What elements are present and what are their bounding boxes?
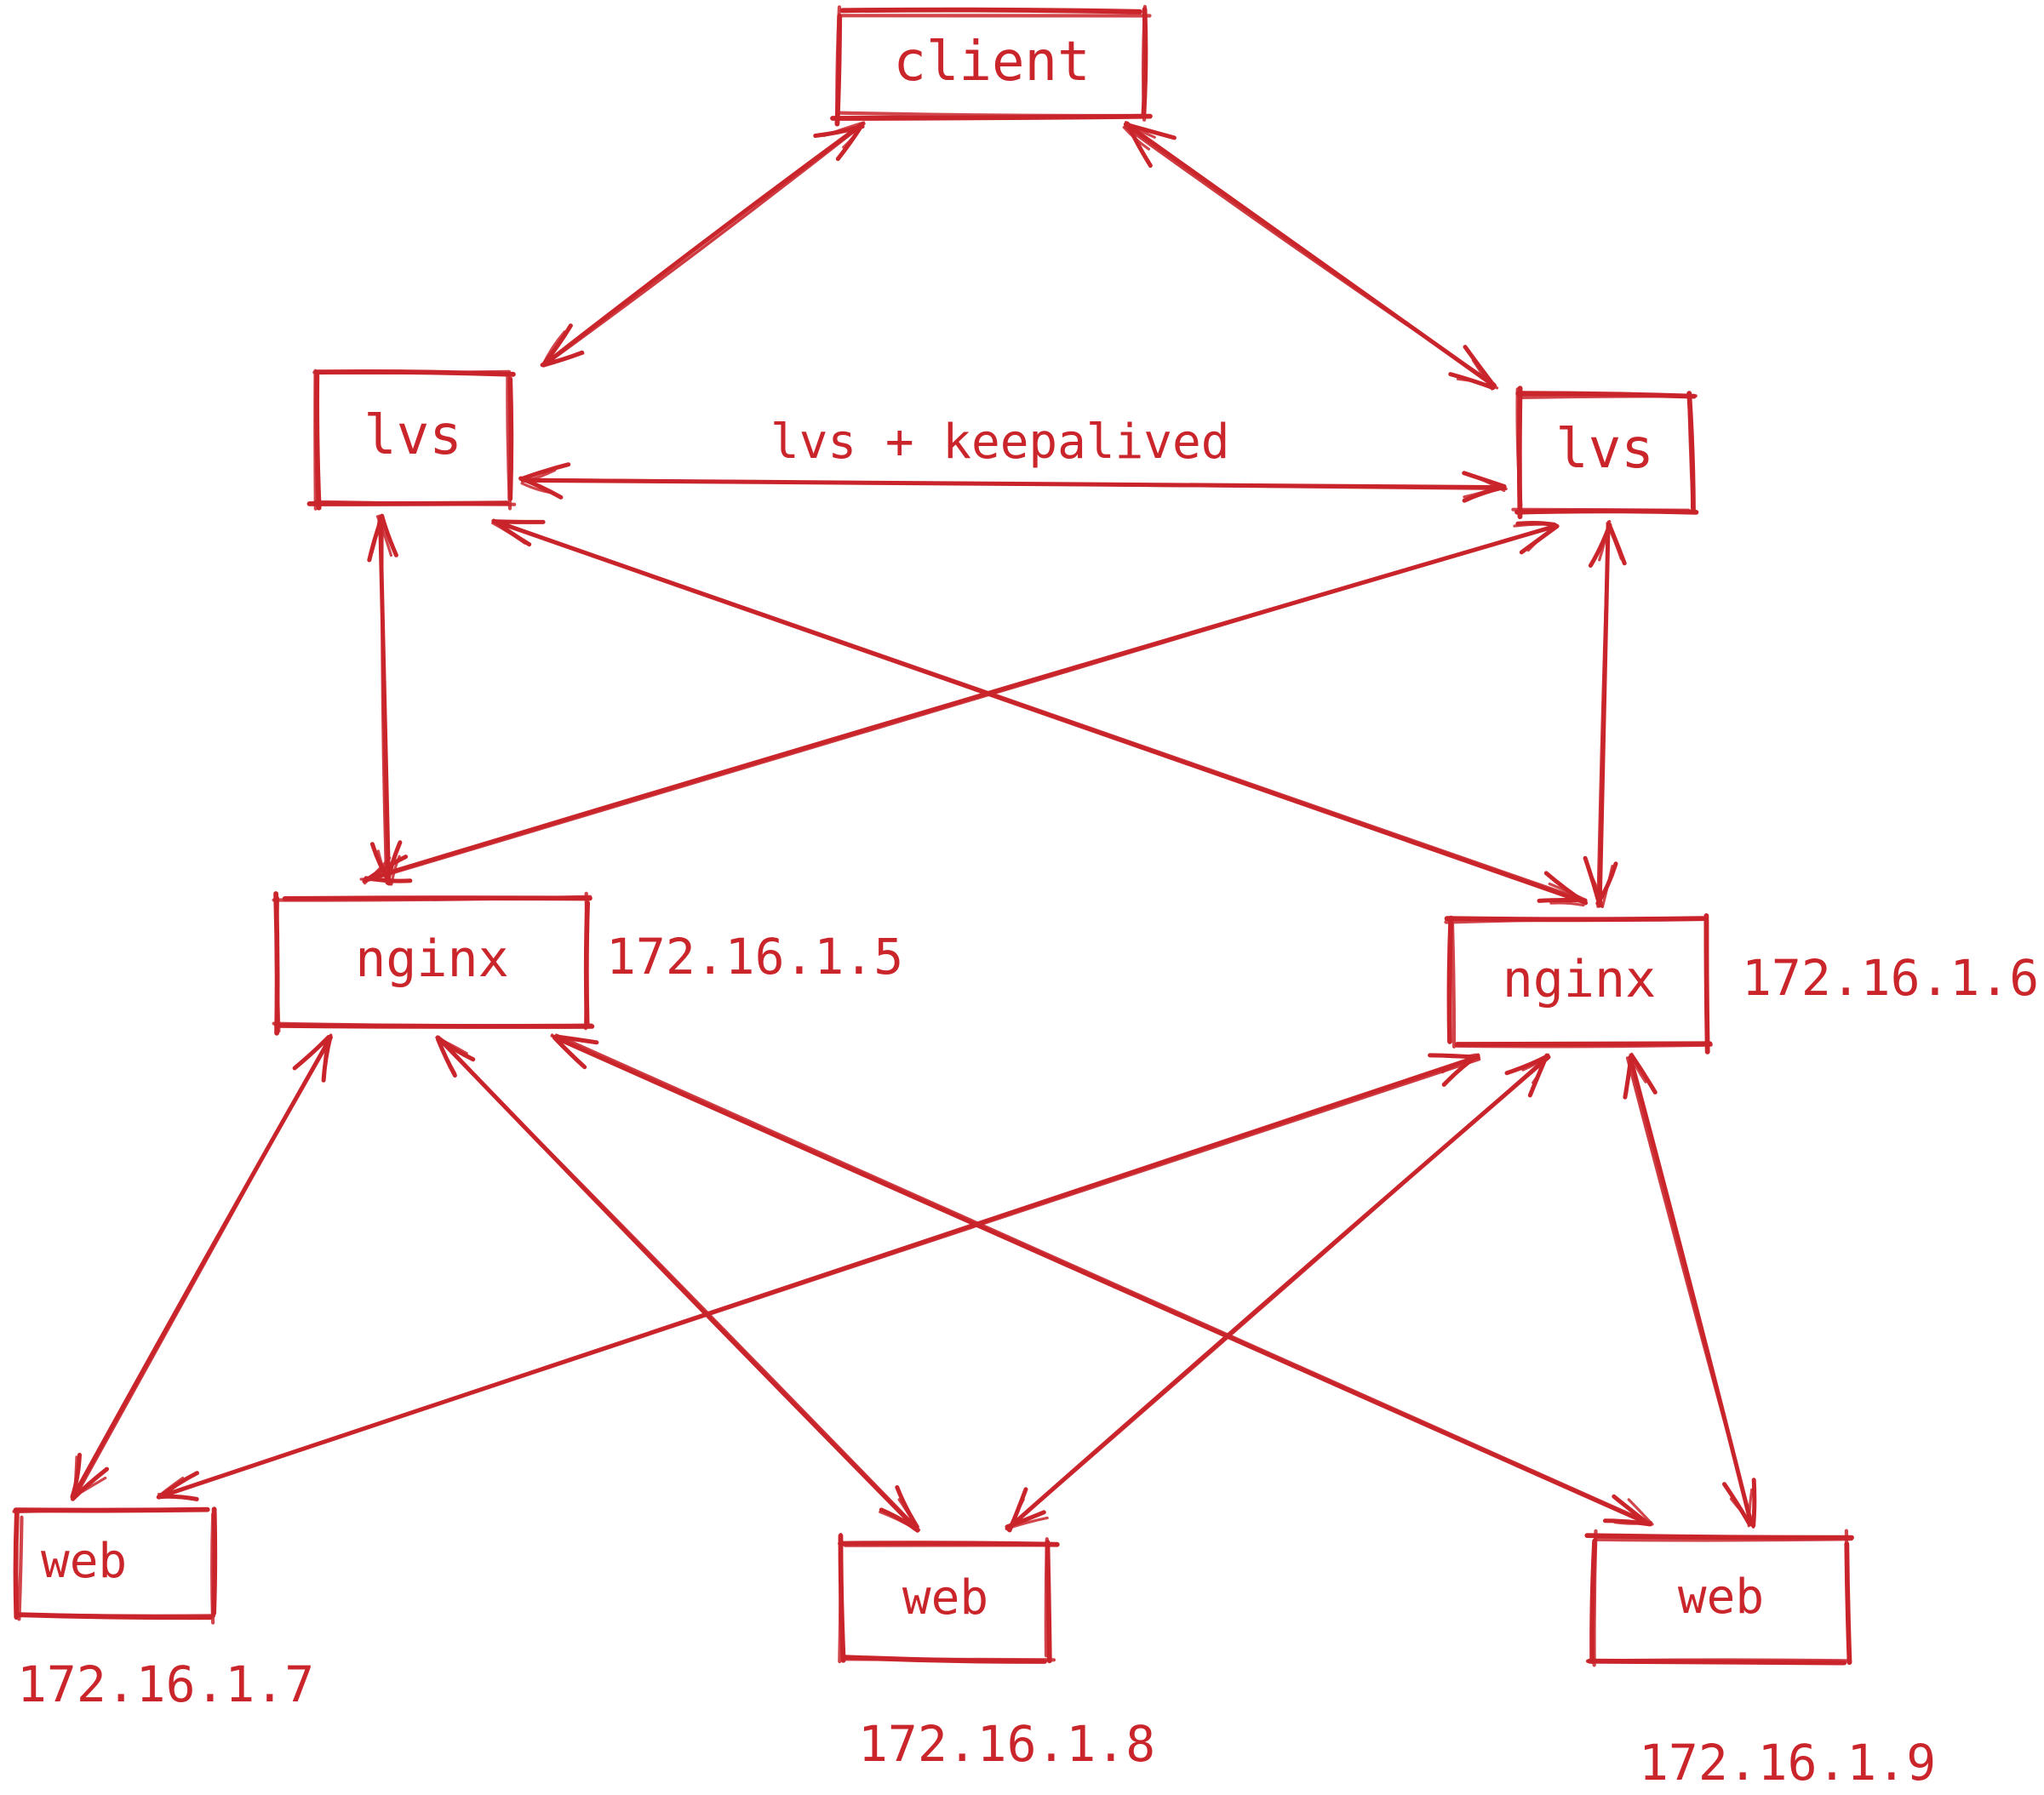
ip-label-nginx-right: 172.16.1.6 <box>1742 949 2040 1007</box>
node-label-web-right: web <box>1677 1569 1765 1625</box>
node-nginx-left[interactable] <box>278 897 586 1026</box>
node-box <box>1584 1529 1854 1667</box>
node-label-nginx-right: nginx <box>1502 950 1657 1009</box>
edge-arrow <box>367 513 403 886</box>
node-box <box>830 4 1153 127</box>
edge-arrow <box>540 121 866 368</box>
node-client[interactable] <box>839 13 1145 117</box>
node-label-web-middle: web <box>902 1570 989 1626</box>
node-box <box>1511 386 1699 519</box>
edge-arrow <box>1623 1052 1757 1529</box>
node-label-nginx-left: nginx <box>355 929 509 989</box>
edge-arrow <box>550 1033 1654 1527</box>
node-box <box>838 1533 1060 1664</box>
edges-layer <box>70 121 1757 1533</box>
edge-arrow <box>359 520 1560 885</box>
ip-label-web-left: 172.16.1.7 <box>17 1655 315 1713</box>
node-box <box>306 369 517 511</box>
node-box <box>12 1506 218 1625</box>
node-label-lvs-right: lvs <box>1555 418 1654 482</box>
edge-arrow <box>435 1035 921 1533</box>
edge-arrow <box>491 518 1589 907</box>
edge-arrow <box>156 1053 1481 1501</box>
node-box <box>1444 913 1713 1055</box>
node-web-left[interactable] <box>19 1511 213 1617</box>
node-web-middle[interactable] <box>841 1542 1050 1660</box>
edge-arrow <box>70 1033 333 1501</box>
boxes-layer <box>12 4 1854 1667</box>
node-lvs-right[interactable] <box>1518 394 1692 511</box>
edge-arrow <box>518 462 1508 503</box>
edge-arrow <box>1005 1053 1551 1533</box>
node-label-lvs-left: lvs <box>364 403 462 467</box>
ip-label-web-middle: 172.16.1.8 <box>858 1715 1156 1773</box>
node-label-web-left: web <box>41 1533 128 1589</box>
node-lvs-left[interactable] <box>317 373 509 504</box>
edge-arrow <box>1122 121 1499 391</box>
node-box <box>272 891 595 1036</box>
ip-label-nginx-left: 172.16.1.5 <box>606 928 904 986</box>
node-web-right[interactable] <box>1595 1538 1847 1661</box>
node-label-client: client <box>893 30 1091 94</box>
node-nginx-right[interactable] <box>1451 919 1707 1045</box>
edge-label-lvs-keepalived: lvs + keepalived <box>770 414 1230 470</box>
edge-arrow <box>1583 519 1627 908</box>
ip-label-web-right: 172.16.1.9 <box>1639 1734 1937 1792</box>
